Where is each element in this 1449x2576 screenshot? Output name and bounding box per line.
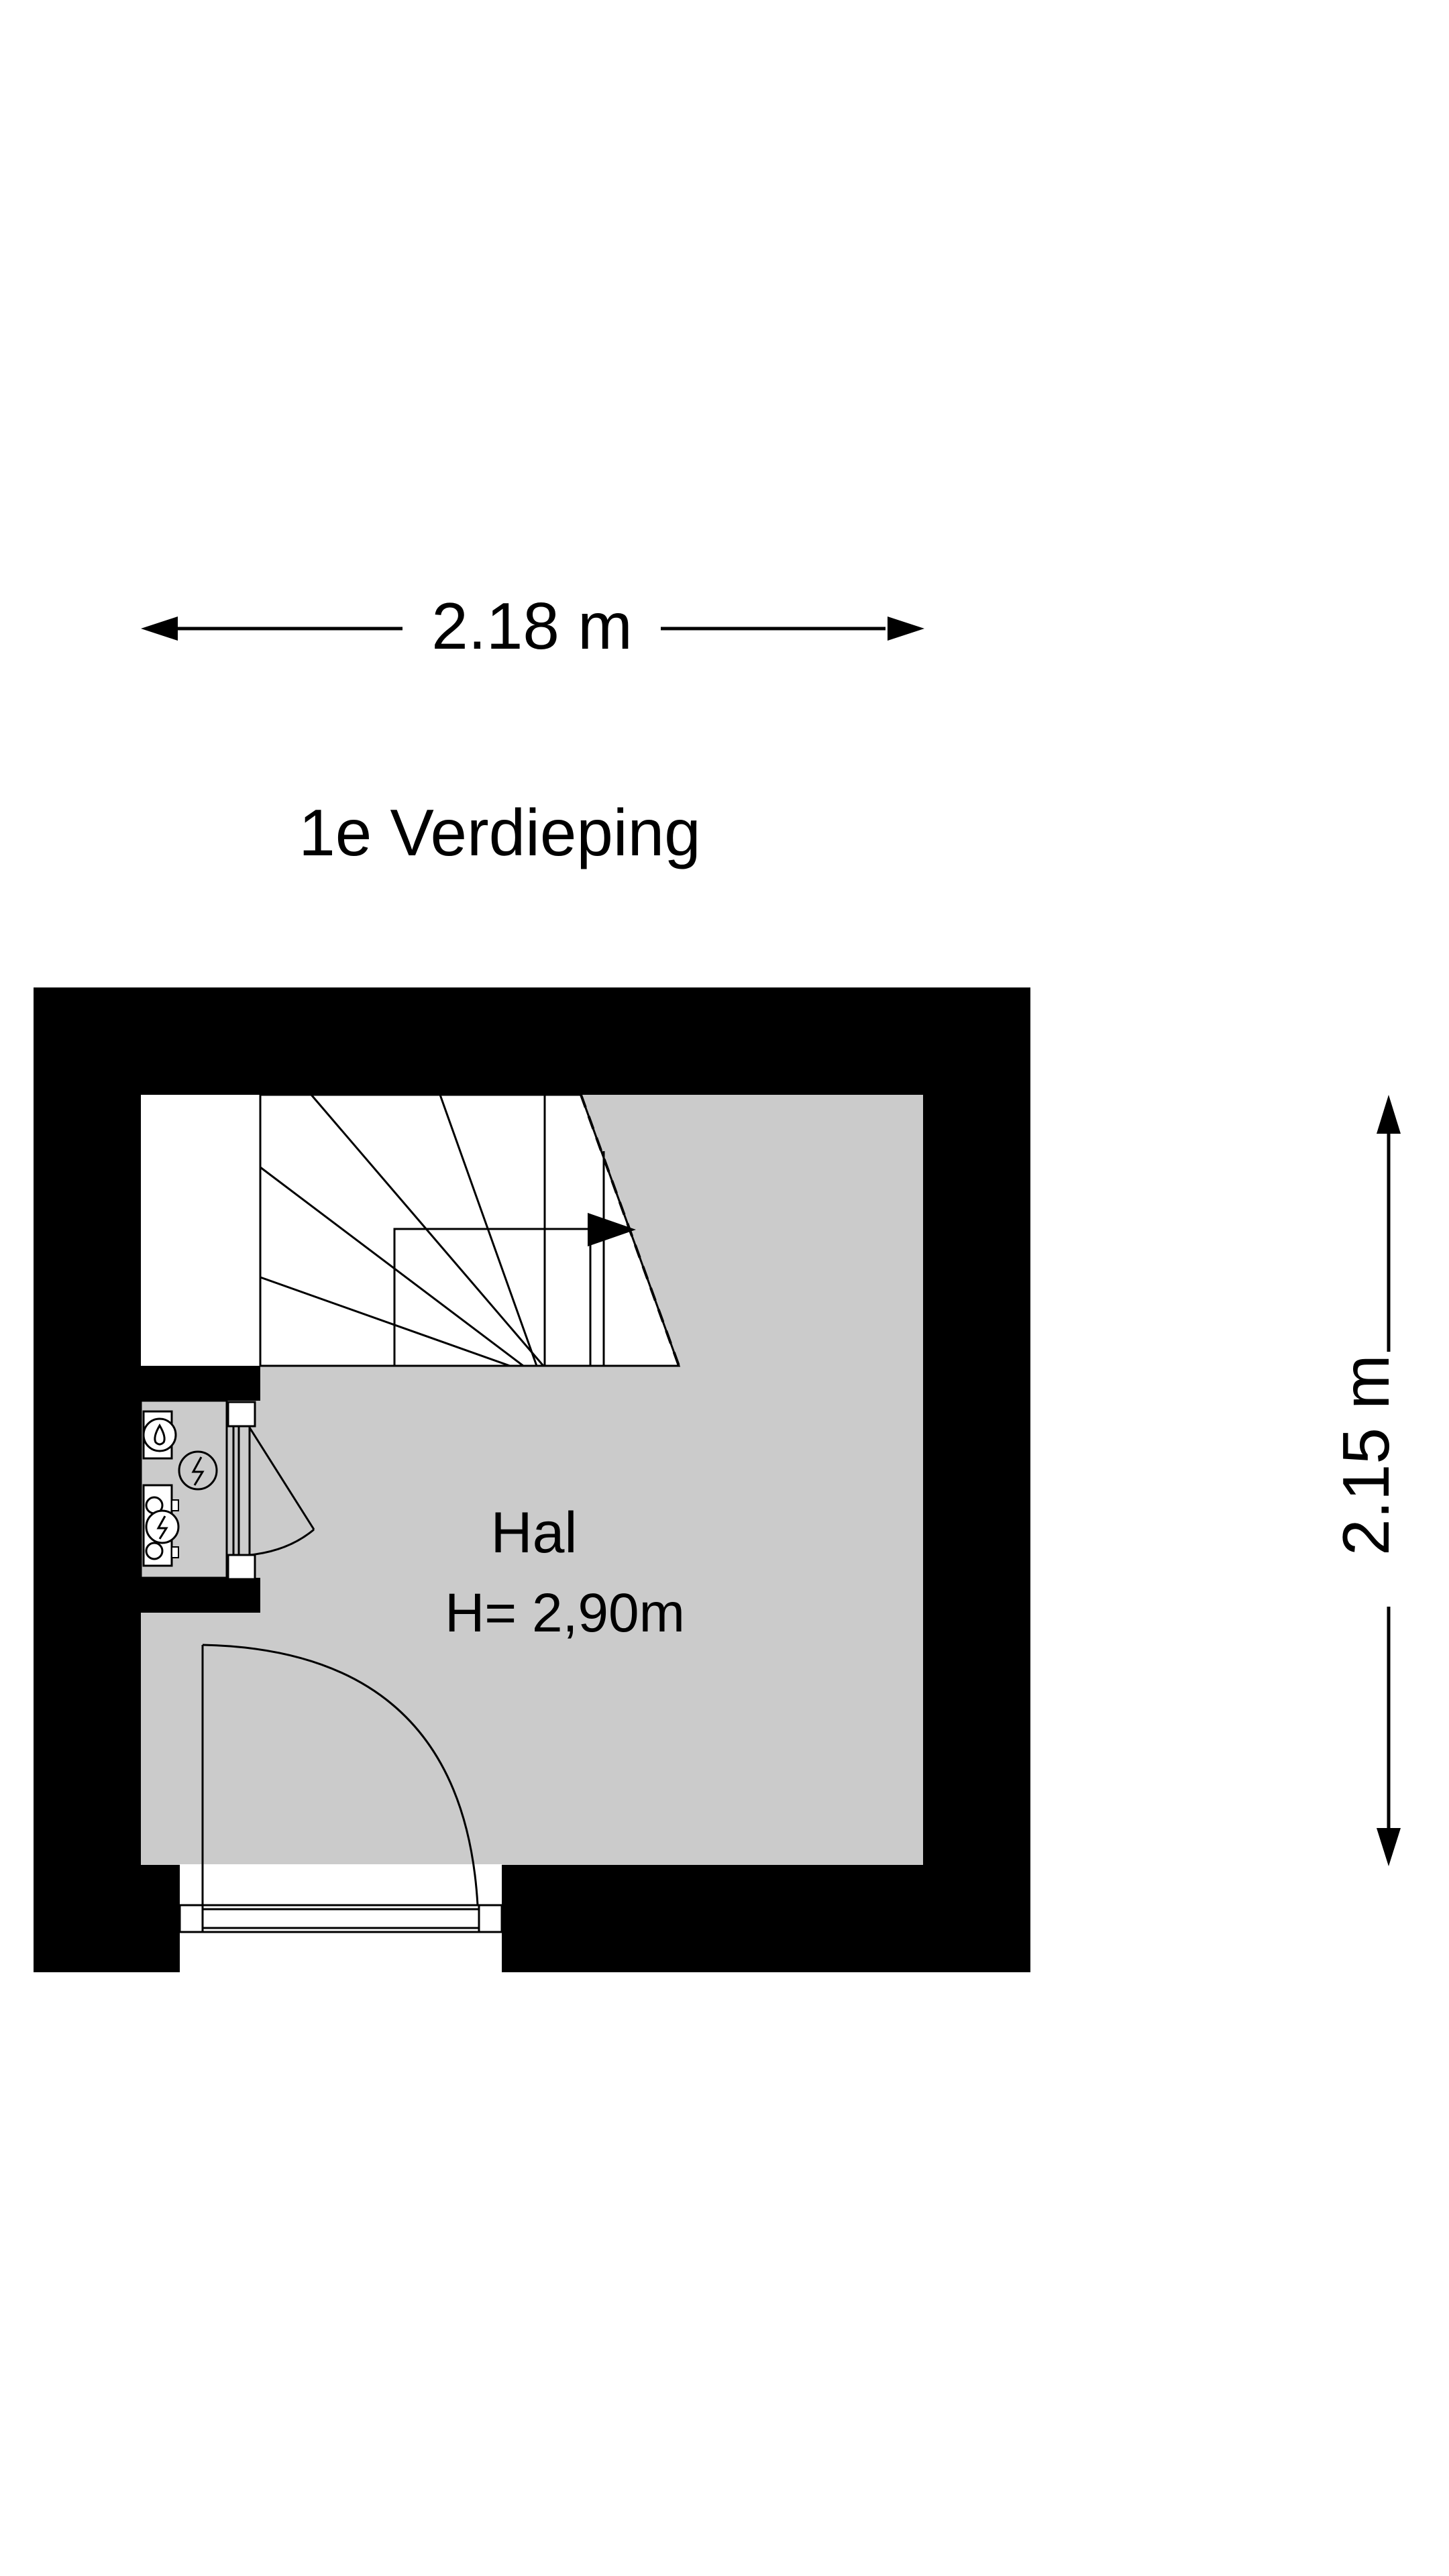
room-name: Hal (490, 1501, 577, 1565)
arrow-down-icon (1377, 1828, 1401, 1866)
meter-cupboard (140, 1366, 315, 1613)
depth-label: 2.15 m (1329, 1354, 1403, 1556)
stair-direction-arrow-icon (588, 1213, 636, 1246)
stair-void (141, 1095, 260, 1366)
arrow-up-icon (1377, 1095, 1401, 1134)
room-floor (141, 1095, 923, 1973)
water-meter-icon (142, 1410, 177, 1460)
staircase (259, 1093, 681, 1367)
arrow-left-icon (141, 616, 178, 641)
electric-meter-icon (142, 1484, 180, 1567)
arrow-right-icon (888, 616, 924, 641)
entrance-door (201, 1644, 479, 1906)
electric-outlet-icon (178, 1450, 218, 1491)
width-label: 2.18 m (431, 589, 633, 663)
depth-dimension: 2.15 m (1329, 1095, 1403, 1866)
floor-title: 1e Verdieping (299, 796, 700, 869)
room-height: H= 2,90m (445, 1582, 685, 1644)
width-dimension: 2.18 m (141, 589, 924, 663)
